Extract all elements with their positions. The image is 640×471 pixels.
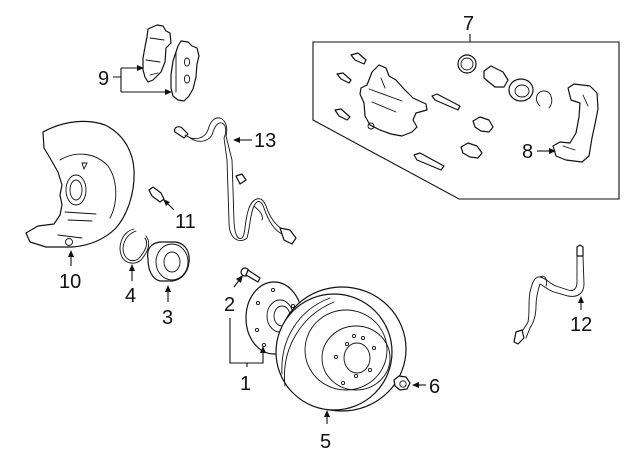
callout-label-8: 8 xyxy=(522,141,533,163)
callout-label-2: 2 xyxy=(224,294,235,316)
hub-bolt[interactable] xyxy=(240,267,261,283)
shield-bolt[interactable] xyxy=(148,186,165,203)
caliper-kit-panel: 7 xyxy=(312,13,620,200)
callout-12: 12 xyxy=(570,296,592,336)
callout-label-3: 3 xyxy=(162,307,173,329)
brake-hose[interactable] xyxy=(513,244,585,345)
nut[interactable] xyxy=(393,375,411,391)
brake-pads[interactable] xyxy=(142,24,200,102)
callout-9: 9 xyxy=(98,65,172,95)
callout-label-13: 13 xyxy=(254,130,276,152)
callout-8: 8 xyxy=(522,141,556,163)
caliper-support[interactable] xyxy=(552,83,599,163)
callout-10: 10 xyxy=(59,250,81,293)
abs-sensor[interactable] xyxy=(173,117,297,245)
callout-label-7: 7 xyxy=(463,13,474,35)
wheel-bearing[interactable] xyxy=(147,241,190,282)
callout-6: 6 xyxy=(412,376,440,398)
callout-3: 3 xyxy=(162,285,173,329)
callout-label-6: 6 xyxy=(429,376,440,398)
callout-5: 5 xyxy=(320,410,331,453)
callout-11: 11 xyxy=(163,199,196,233)
snap-ring[interactable] xyxy=(119,228,150,264)
callout-4: 4 xyxy=(125,264,136,307)
callout-label-5: 5 xyxy=(320,431,331,453)
callout-2: 2 xyxy=(224,275,243,316)
callout-label-4: 4 xyxy=(125,285,136,307)
callout-1: 1 xyxy=(229,318,266,395)
callout-label-1: 1 xyxy=(240,373,251,395)
splash-shield[interactable] xyxy=(25,120,135,248)
callout-label-11: 11 xyxy=(175,211,196,233)
callout-label-12: 12 xyxy=(570,314,592,336)
callout-label-9: 9 xyxy=(98,68,109,90)
callout-13: 13 xyxy=(233,130,276,152)
brake-rotor[interactable] xyxy=(275,286,407,412)
callout-label-10: 10 xyxy=(59,271,81,293)
caliper-assembly[interactable] xyxy=(334,52,553,171)
